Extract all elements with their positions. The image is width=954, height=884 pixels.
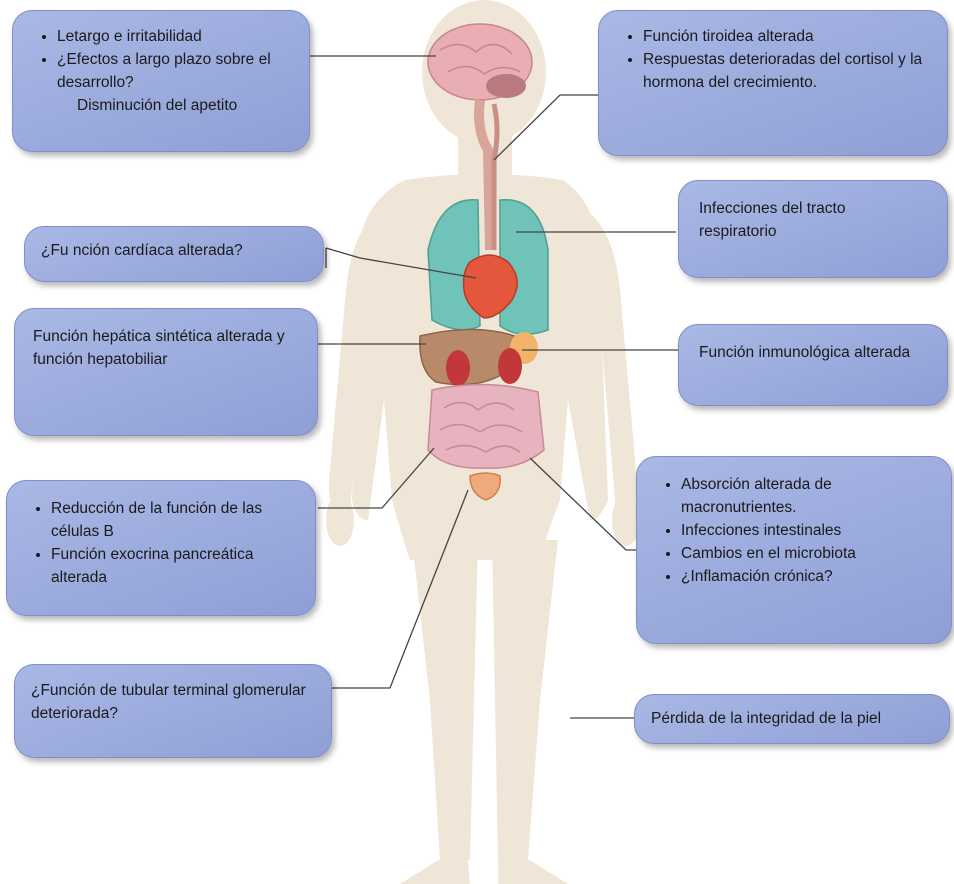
thyroid-effects-list: Función tiroidea alterada Respuestas det… (613, 25, 933, 94)
intestinal-effect-item: ¿Inflamación crónica? (681, 565, 937, 588)
thyroid-effect-item: Función tiroidea alterada (643, 25, 933, 48)
cardiac-effects-box: ¿Fu nción cardíaca alterada? (24, 226, 324, 282)
thyroid-effects-box: Función tiroidea alterada Respuestas det… (598, 10, 948, 156)
pancreas-effect-item: Reducción de la función de las células B (51, 497, 301, 543)
immune-effects-box: Función inmunológica alterada (678, 324, 948, 406)
brain-effects-list: Letargo e irritabilidad ¿Efectos a largo… (27, 25, 295, 94)
pancreas-effects-box: Reducción de la función de las células B… (6, 480, 316, 616)
skin-effects-box: Pérdida de la integridad de la piel (634, 694, 950, 744)
intestinal-effect-item: Absorción alterada de macronutrientes. (681, 473, 937, 519)
brain-effect-item: ¿Efectos a largo plazo sobre el desarrol… (57, 48, 295, 94)
respiratory-effects-box: Infecciones del tracto respiratorio (678, 180, 948, 278)
cardiac-effect-text: ¿Fu nción cardíaca alterada? (41, 239, 307, 262)
brain-effects-box: Letargo e irritabilidad ¿Efectos a largo… (12, 10, 310, 152)
brain-effect-extra: Disminución del apetito (27, 94, 295, 117)
hepatic-effects-box: Función hepática sintética alterada y fu… (14, 308, 318, 436)
intestinal-effect-item: Cambios en el microbiota (681, 542, 937, 565)
pancreas-effect-item: Función exocrina pancreática alterada (51, 543, 301, 589)
brain-organ (428, 24, 532, 100)
respiratory-effect-text: Infecciones del tracto respiratorio (699, 197, 927, 243)
hepatic-effect-text: Función hepática sintética alterada y fu… (33, 325, 299, 371)
intestinal-effects-box: Absorción alterada de macronutrientes. I… (636, 456, 952, 644)
intestinal-effect-item: Infecciones intestinales (681, 519, 937, 542)
intestines-organ (428, 384, 544, 468)
intestinal-effects-list: Absorción alterada de macronutrientes. I… (651, 473, 937, 588)
pancreas-effects-list: Reducción de la función de las células B… (21, 497, 301, 589)
renal-effects-box: ¿Función de tubular terminal glomerular … (14, 664, 332, 758)
brain-effect-item: Letargo e irritabilidad (57, 25, 295, 48)
immune-effect-text: Función inmunológica alterada (699, 341, 927, 364)
skin-effect-text: Pérdida de la integridad de la piel (651, 707, 933, 730)
renal-effect-text: ¿Función de tubular terminal glomerular … (31, 679, 315, 725)
thyroid-effect-item: Respuestas deterioradas del cortisol y l… (643, 48, 933, 94)
